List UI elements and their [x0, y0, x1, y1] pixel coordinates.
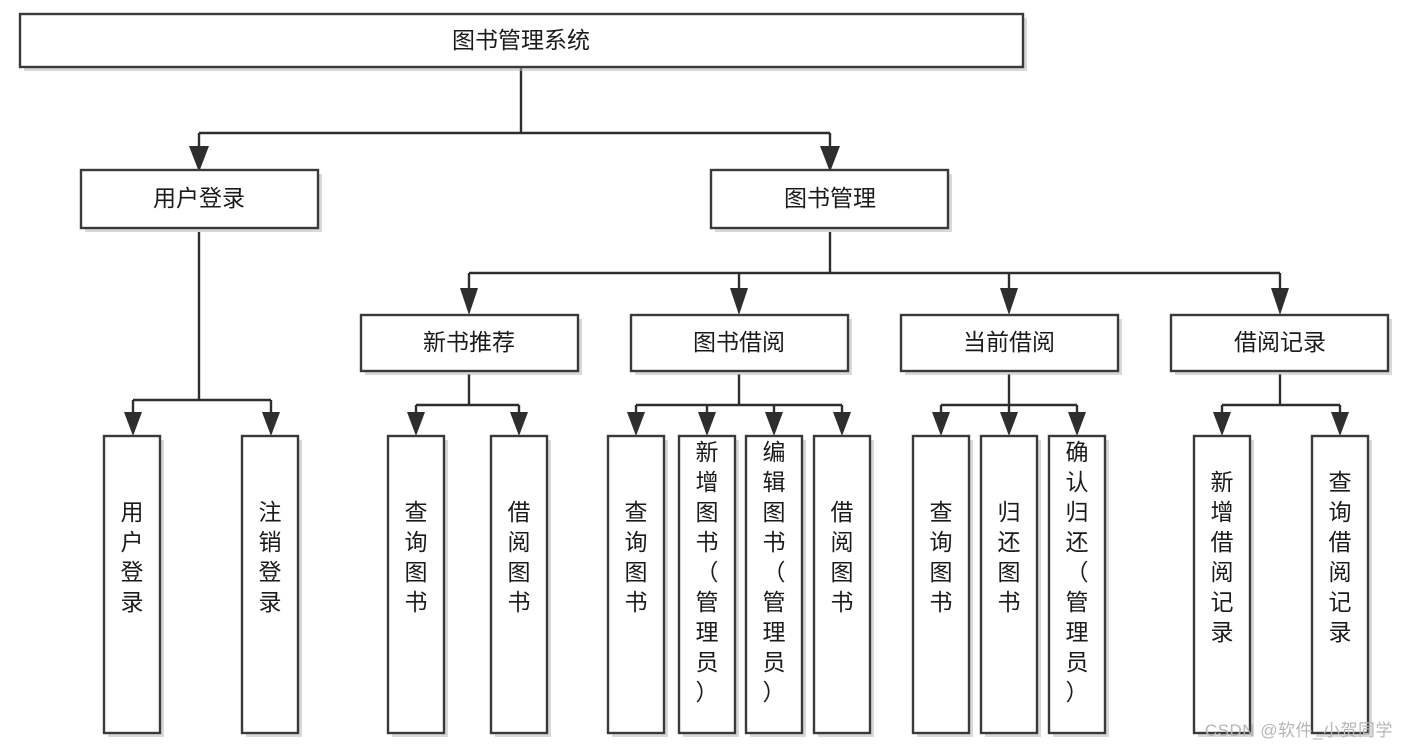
leaf-query-book-3-label: 查询图书 [930, 499, 953, 615]
node-leaf-add-borrow-record[interactable]: 新增借阅记录 [1192, 434, 1254, 737]
arrow-head-leaf-logout [262, 412, 280, 436]
node-book-management[interactable]: 图书管理 [709, 168, 952, 232]
leaf-borrow-book-1-box[interactable] [489, 434, 549, 735]
node-current-borrow[interactable]: 当前借阅 [899, 313, 1122, 375]
node-book-borrow[interactable]: 图书借阅 [629, 313, 852, 375]
leaf-confirm-return-admin-box[interactable] [1047, 434, 1107, 735]
node-leaf-borrow-book-2[interactable]: 借阅图书 [812, 434, 874, 737]
leaf-return-book-box[interactable] [979, 434, 1039, 735]
node-leaf-query-book-3[interactable]: 查询图书 [911, 434, 973, 737]
connectors-layer [124, 67, 1349, 436]
arrow-head-leaf-add-borrow-record [1213, 412, 1231, 436]
book-borrow-box[interactable] [629, 313, 850, 373]
leaf-add-borrow-record-box[interactable] [1192, 434, 1252, 735]
arrow-head-new-book-recommend [460, 288, 478, 315]
node-leaf-borrow-book-1[interactable]: 借阅图书 [489, 434, 551, 737]
arrow-head-current-borrow [1000, 288, 1018, 315]
leaf-query-book-1-label: 查询图书 [405, 499, 428, 615]
node-leaf-logout[interactable]: 注销登录 [240, 434, 302, 737]
borrow-record-box[interactable] [1169, 313, 1390, 373]
leaf-logout-label: 注销登录 [259, 499, 282, 615]
arrow-head-leaf-user-login [124, 412, 142, 436]
root-label: 图书管理系统 [452, 27, 590, 53]
leaf-add-book-admin-box[interactable] [677, 434, 737, 735]
current-borrow-label: 当前借阅 [963, 329, 1055, 355]
book-borrow-label: 图书借阅 [693, 329, 785, 355]
node-leaf-query-book-2[interactable]: 查询图书 [606, 434, 668, 737]
node-root[interactable]: 图书管理系统 [18, 12, 1027, 71]
book-management-box[interactable] [709, 168, 950, 230]
arrow-head-leaf-borrow-book-2 [833, 412, 851, 436]
current-borrow-box[interactable] [899, 313, 1120, 373]
leaf-borrow-book-2-box[interactable] [812, 434, 872, 735]
arrow-head-leaf-borrow-book-1 [510, 412, 528, 436]
leaf-user-login-label: 用户登录 [121, 499, 144, 615]
leaf-edit-book-admin-label: 编辑图书（管理员） [763, 439, 786, 705]
arrow-head-leaf-query-book-3 [932, 412, 950, 436]
leaf-add-book-admin-label: 新增图书（管理员） [696, 439, 719, 705]
node-leaf-user-login[interactable]: 用户登录 [102, 434, 164, 737]
node-leaf-edit-book-admin[interactable]: 编辑图书（管理员） [744, 434, 806, 737]
leaf-query-book-2-label: 查询图书 [625, 499, 648, 615]
arrow-head-leaf-return-book [1000, 412, 1018, 436]
node-new-book-recommend[interactable]: 新书推荐 [359, 313, 582, 375]
leaf-query-book-2-box[interactable] [606, 434, 666, 735]
leaf-confirm-return-admin-label: 确认归还（管理员） [1066, 439, 1089, 705]
leaf-edit-book-admin-box[interactable] [744, 434, 804, 735]
arrow-head-user-login [189, 146, 209, 172]
leaf-user-login-box[interactable] [102, 434, 162, 735]
book-management-label: 图书管理 [784, 185, 876, 211]
new-book-recommend-label: 新书推荐 [423, 329, 515, 355]
new-book-recommend-box[interactable] [359, 313, 580, 373]
node-leaf-query-borrow-record[interactable]: 查询借阅记录 [1310, 434, 1372, 737]
node-leaf-confirm-return-admin[interactable]: 确认归还（管理员） [1047, 434, 1109, 737]
node-borrow-record[interactable]: 借阅记录 [1169, 313, 1392, 375]
leaf-query-borrow-record-label: 查询借阅记录 [1329, 469, 1352, 645]
arrow-head-leaf-query-book-2 [627, 412, 645, 436]
leaf-return-book-label: 归还图书 [998, 499, 1021, 615]
arrow-head-book-borrow [730, 288, 748, 315]
user-login-label: 用户登录 [153, 185, 245, 211]
leaf-query-borrow-record-box[interactable] [1310, 434, 1370, 735]
arrow-head-borrow-record [1271, 288, 1289, 315]
leaf-borrow-book-1-label: 借阅图书 [508, 499, 531, 615]
user-login-box[interactable] [79, 168, 320, 230]
arrow-head-leaf-query-borrow-record [1331, 412, 1349, 436]
arrow-head-leaf-edit-book-admin [765, 412, 783, 436]
arrow-head-leaf-confirm-return-admin [1068, 412, 1086, 436]
arrow-head-leaf-query-book-1 [407, 412, 425, 436]
leaf-add-borrow-record-label: 新增借阅记录 [1211, 469, 1234, 645]
node-user-login[interactable]: 用户登录 [79, 168, 322, 232]
leaf-borrow-book-2-label: 借阅图书 [831, 499, 854, 615]
leaf-query-book-3-box[interactable] [911, 434, 971, 735]
node-leaf-return-book[interactable]: 归还图书 [979, 434, 1041, 737]
arrow-head-book-management [820, 146, 840, 172]
root-box[interactable] [18, 12, 1025, 69]
arrow-head-leaf-add-book-admin [698, 412, 716, 436]
node-leaf-query-book-1[interactable]: 查询图书 [386, 434, 448, 737]
node-leaf-add-book-admin[interactable]: 新增图书（管理员） [677, 434, 739, 737]
leaf-logout-box[interactable] [240, 434, 300, 735]
borrow-record-label: 借阅记录 [1234, 329, 1326, 355]
leaf-query-book-1-box[interactable] [386, 434, 446, 735]
